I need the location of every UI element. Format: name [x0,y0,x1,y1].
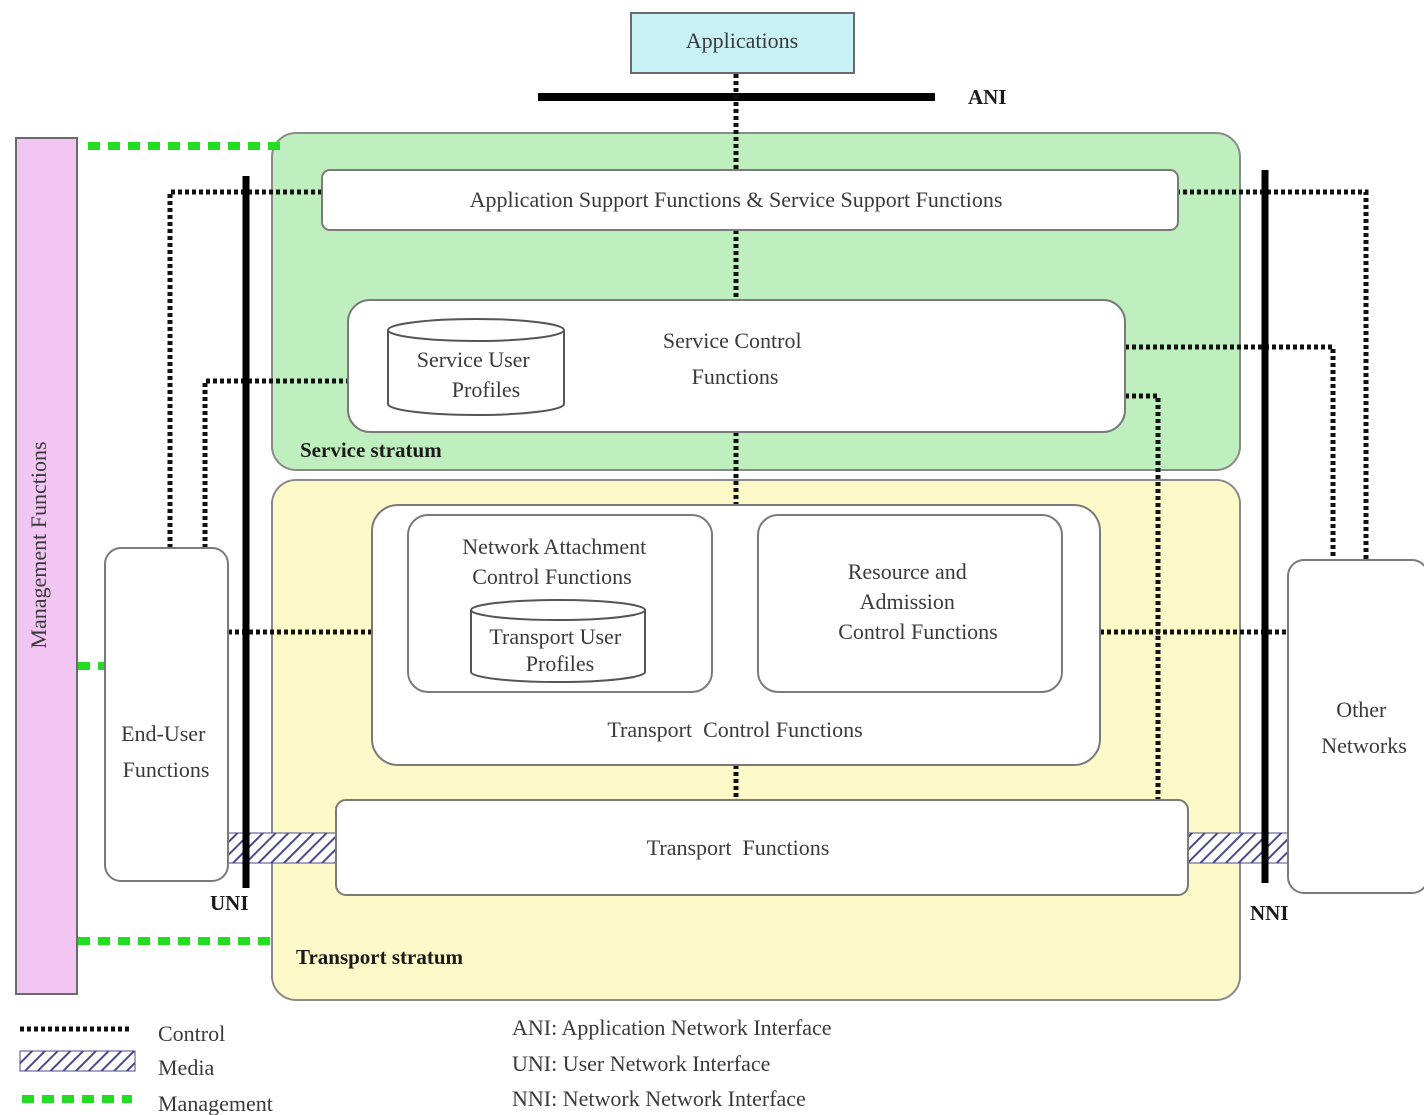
legend: Control Media Management [19,1021,273,1115]
nni-label: NNI [1250,901,1289,925]
transport-user-profiles-db: Transport User Profiles [470,599,646,683]
uni-label: UNI [210,891,249,915]
other-networks-line-1: Other [1336,697,1387,722]
definition-ani: ANI: Application Network Interface [512,1015,832,1040]
transport-user-profiles-line-2: Profiles [526,651,594,676]
ani-label: ANI [968,85,1007,109]
legend-control-label: Control [158,1021,225,1046]
service-user-profiles-line-1: Service User [417,347,531,372]
end-user-line-1: End-User [121,721,206,746]
interface-definitions: ANI: Application Network Interface UNI: … [512,1015,832,1111]
media-link-nni [1187,832,1291,864]
svg-text:Service User Profiles: Service User Profiles [417,347,536,402]
resource-admission-box [757,514,1063,693]
resource-admission-line-3: Control Functions [838,619,998,644]
applications-box [630,12,855,74]
service-stratum-label: Service stratum [300,438,442,462]
transport-user-profiles-line-1: Transport User [489,624,621,649]
service-control-line-2: Functions [692,364,779,389]
legend-media-label: Media [158,1055,214,1080]
management-functions-label: Management Functions [26,441,51,648]
other-networks-label: Other Networks [1321,697,1407,758]
end-user-label: End-User Functions [121,721,211,782]
end-user-functions-box [104,547,229,882]
applications-label: Applications [686,28,798,53]
network-attachment-line-2: Control Functions [472,564,632,589]
management-functions-box [15,137,78,995]
app-support-label: Application Support Functions & Service … [470,187,1003,212]
transport-stratum-label: Transport stratum [296,945,464,969]
service-user-profiles-line-2: Profiles [452,377,520,402]
legend-management-label: Management [158,1091,273,1115]
app-support-box [321,169,1179,231]
resource-admission-line-1: Resource and [848,559,967,584]
transport-functions-label: Transport Functions [647,835,830,860]
definition-nni: NNI: Network Network Interface [512,1086,806,1111]
transport-control-label: Transport Control Functions [607,717,862,742]
definition-uni: UNI: User Network Interface [512,1051,770,1076]
transport-functions-box [335,799,1189,896]
end-user-line-2: Functions [123,757,210,782]
control-lines [167,74,1369,800]
service-control-line-1: Service Control [663,328,802,353]
svg-text:Transport User Profiles: Transport User Profiles [489,624,626,676]
resource-admission-label: Resource and Admission Control Functions [838,559,998,644]
service-user-profiles-db: Service User Profiles [387,318,565,416]
network-attachment-line-1: Network Attachment [462,534,646,559]
legend-media-swatch [19,1050,136,1072]
resource-admission-line-2: Admission [860,589,955,614]
network-attachment-label: Network Attachment Control Functions [462,534,651,589]
service-control-label: Service Control Functions [663,328,807,389]
other-networks-box [1287,559,1424,894]
other-networks-line-2: Networks [1321,733,1407,758]
